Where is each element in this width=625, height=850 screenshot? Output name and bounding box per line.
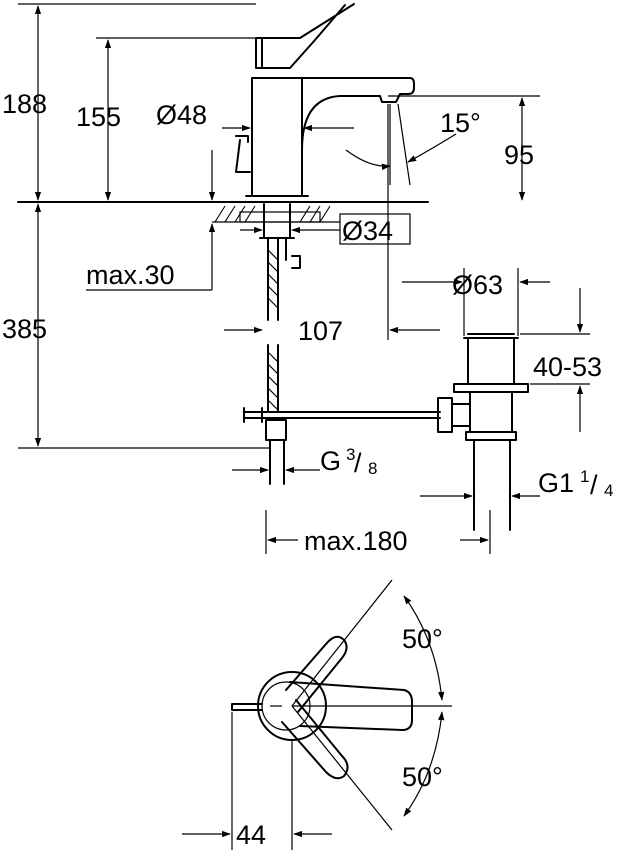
dim-body-diameter: Ø48 bbox=[156, 100, 207, 130]
top-view-dimensions bbox=[182, 579, 452, 850]
dim-supply-thread-num: 3 bbox=[346, 445, 355, 464]
lever-handle bbox=[255, 3, 355, 69]
dim-spout-projection: 107 bbox=[298, 316, 343, 346]
top-handle-lower bbox=[281, 699, 349, 780]
dim-supply-thread-slash: / bbox=[354, 448, 362, 478]
dim-handle-angle-bottom: 50° bbox=[402, 762, 443, 792]
popup-waste bbox=[243, 333, 529, 531]
dim-handle-angle-top: 50° bbox=[402, 624, 443, 654]
dim-max-distance: max.180 bbox=[304, 526, 408, 556]
faucet-body bbox=[245, 77, 309, 197]
dim-below-height: 385 bbox=[2, 314, 47, 344]
dim-spout-height: 155 bbox=[76, 102, 121, 132]
dim-waste-thread-num: 1 bbox=[580, 467, 589, 486]
dim-waste-thread-den: 4 bbox=[604, 481, 613, 500]
dim-waste-thread-slash: / bbox=[590, 470, 598, 500]
dim-spout-angle: 15° bbox=[440, 108, 481, 138]
dim-waste-range: 40-53 bbox=[533, 352, 602, 382]
dim-hole-diameter: Ø34 bbox=[342, 216, 393, 246]
dim-supply-thread-base: G bbox=[320, 446, 341, 476]
popup-rod bbox=[235, 135, 251, 173]
dim-waste-diameter: Ø63 bbox=[452, 270, 503, 300]
dim-outlet-height: 95 bbox=[504, 140, 534, 170]
faucet-side-view bbox=[235, 3, 415, 197]
countertop bbox=[17, 201, 429, 223]
dim-total-height: 188 bbox=[2, 89, 47, 119]
faucet-top-view bbox=[231, 635, 413, 780]
dim-supply-thread-den: 8 bbox=[368, 459, 377, 478]
dim-handle-offset: 44 bbox=[236, 820, 266, 850]
faucet-spout bbox=[251, 77, 415, 151]
dim-max-thickness: max.30 bbox=[86, 260, 175, 290]
mounting-shank bbox=[259, 203, 301, 485]
dimension-lines bbox=[18, 3, 590, 554]
dim-waste-thread-base: G1 bbox=[538, 468, 574, 498]
